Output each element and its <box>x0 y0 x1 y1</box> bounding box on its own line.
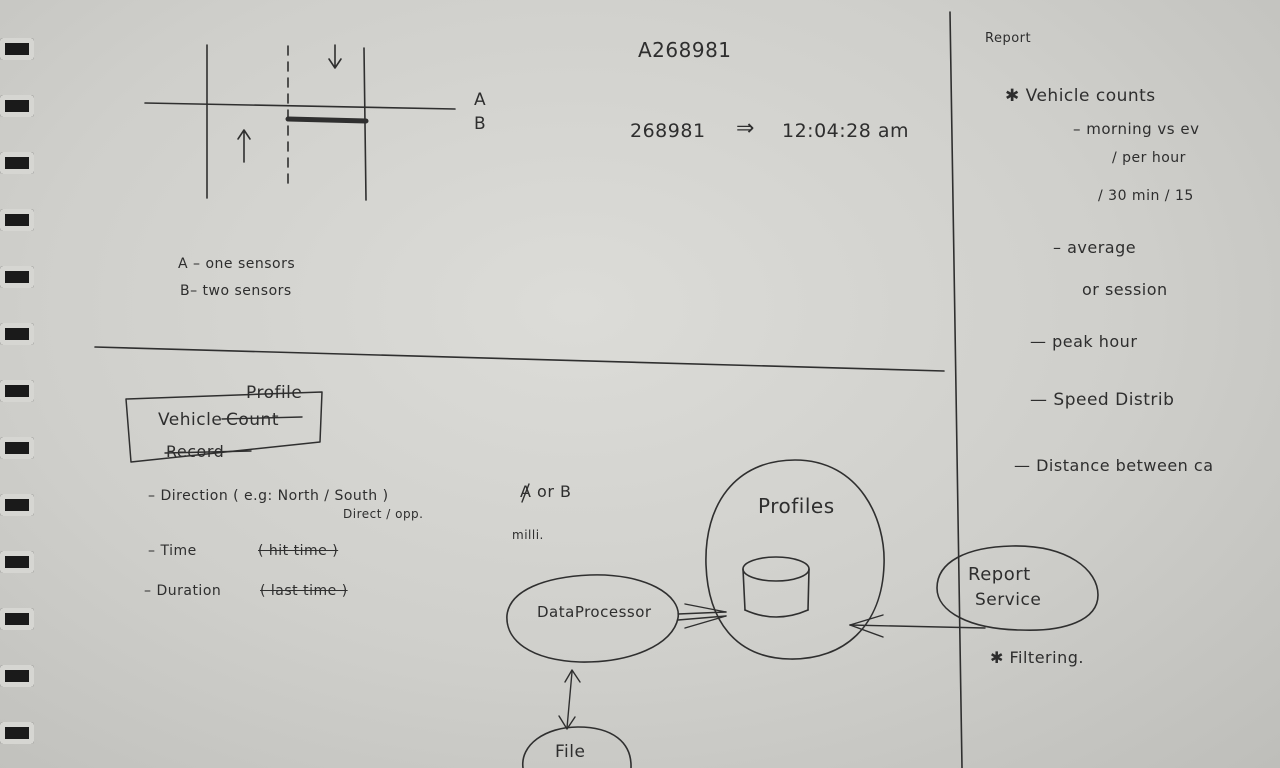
profiles-label: Profiles <box>758 494 835 518</box>
data-processor-label: DataProcessor <box>537 603 652 621</box>
file-outline <box>522 726 632 768</box>
record-id: A268981 <box>638 38 732 62</box>
field-time: – Time <box>148 543 197 559</box>
conversion-arrow: ⇒ <box>736 116 755 141</box>
report-item-speed-distribution: — Speed Distrib <box>1030 390 1175 410</box>
report-item-distance: — Distance between ca <box>1014 456 1214 475</box>
spiral-ring <box>0 38 34 60</box>
conversion-right: 12:04:28 am <box>782 120 910 142</box>
report-service-label-1: Report <box>968 564 1031 585</box>
report-to-profiles-arrow <box>849 614 986 638</box>
lane-a-label: A <box>474 90 487 110</box>
legend-a: A – one sensors <box>178 256 296 272</box>
report-item-per-hour: / per hour <box>1112 150 1186 166</box>
vertical-divider <box>949 11 963 768</box>
profile-title-struck-below: Record <box>166 442 225 461</box>
field-direction-note: A or B <box>520 482 572 501</box>
field-time-struck: ( hit time ) <box>258 543 339 559</box>
profile-title-main: Vehicle <box>158 410 223 430</box>
horizontal-divider <box>94 346 945 372</box>
lane-b-label: B <box>474 114 487 134</box>
report-service-label-2: Service <box>975 590 1042 610</box>
spiral-ring <box>0 551 34 573</box>
road-diagram <box>144 44 456 201</box>
processor-to-profiles-arrow <box>677 603 727 629</box>
spiral-ring <box>0 209 34 231</box>
file-label: File <box>555 742 586 762</box>
spiral-ring <box>0 95 34 117</box>
spiral-ring <box>0 380 34 402</box>
spiral-ring <box>0 266 34 288</box>
report-item-average: – average <box>1053 238 1137 257</box>
spiral-ring <box>0 665 34 687</box>
field-direction-sub: Direct / opp. <box>343 507 424 521</box>
spiral-ring <box>0 494 34 516</box>
spiral-ring <box>0 323 34 345</box>
profile-box-outline <box>125 391 323 463</box>
profiles-outline <box>705 459 885 660</box>
legend-b: B– two sensors <box>180 283 292 299</box>
file-processor-arrow <box>558 669 581 730</box>
filtering-note: ✱ Filtering. <box>990 648 1084 667</box>
field-duration-struck: ( last time ) <box>260 583 348 599</box>
report-item-30-min: / 30 min / 15 <box>1098 188 1194 204</box>
profile-title-struck: Count <box>226 410 279 430</box>
spiral-ring <box>0 722 34 744</box>
field-direction: – Direction ( e.g: North / South ) <box>148 488 389 504</box>
spiral-ring <box>0 608 34 630</box>
field-duration: – Duration <box>144 583 222 599</box>
profile-title-insert: Profile <box>246 383 303 403</box>
conversion-left: 268981 <box>630 120 706 142</box>
report-item-or-session: or session <box>1082 280 1168 299</box>
report-item-peak-hour: — peak hour <box>1030 332 1138 351</box>
report-item-vehicle-counts: ✱ Vehicle counts <box>1005 86 1156 106</box>
spiral-ring <box>0 437 34 459</box>
data-processor-outline <box>506 574 679 663</box>
spiral-ring <box>0 152 34 174</box>
field-direction-note2: milli. <box>512 528 544 542</box>
report-item-morning-vs-evening: – morning vs ev <box>1073 120 1200 138</box>
database-icon <box>742 556 810 618</box>
report-title: Report <box>985 31 1032 46</box>
report-service-outline <box>936 545 1099 631</box>
